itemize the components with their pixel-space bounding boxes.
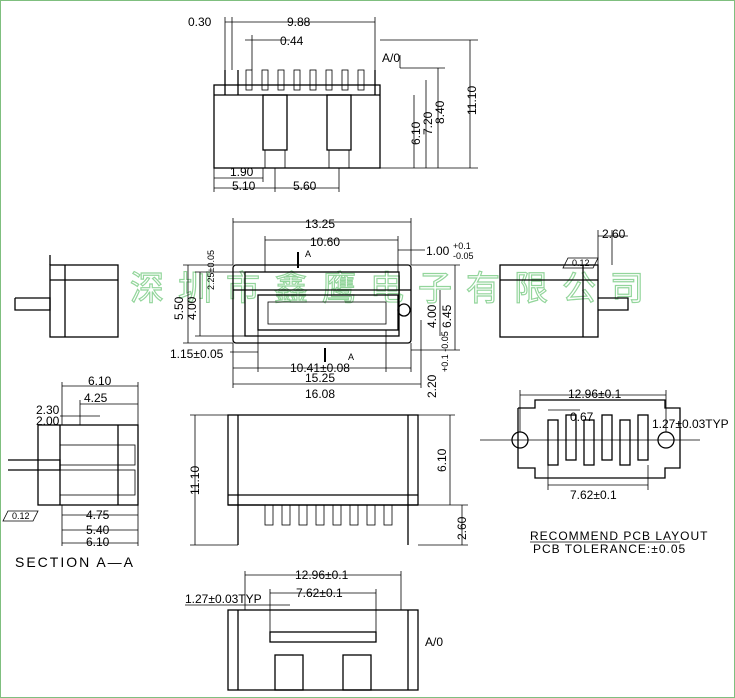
dim-15-25: 15.25 [305,371,335,385]
left-side-body [49,264,119,338]
lower-view-pins [264,504,393,526]
dim-6-10-top: 6.10 [409,121,423,145]
dim-9-88: 9.88 [287,15,311,29]
pcb-outline [517,399,681,479]
dim-1-15: 1.15±0.05 [170,347,224,361]
tol-2-20: +0.1 -0.05 [440,331,450,372]
bottom-view: 12.96±0.1 1.27±0.03TYP 7.62±0.1 A/0 [185,568,443,691]
dim-12-96-bottom: 12.96±0.1 [295,568,349,582]
top-view-pins [245,69,365,91]
tol-1-00-minus: -0.05 [453,251,474,261]
dim-0-44: 0.44 [280,34,304,48]
dim-6-10-section-bottom: 6.10 [86,535,110,549]
dim-5-40: 5.40 [86,523,110,537]
pcb-layout: 12.96±0.1 0.67 1.27±0.03TYP 7.62±0.1 REC… [480,387,729,556]
dim-13-25: 13.25 [305,217,335,231]
dim-7-20: 7.20 [421,111,435,135]
front-housing-inner [244,271,400,337]
dim-2-60-lower: 2.60 [455,516,469,540]
dim-4-00-left: 4.00 [185,296,199,320]
dim-1-00: 1.00 [426,244,450,258]
dim-0-67: 0.67 [570,410,594,424]
dim-12-96-pcb: 12.96±0.1 [568,387,622,401]
dim-4-25: 4.25 [84,391,108,405]
label-a0-top: A/0 [382,51,400,65]
dim-1-27-pcb: 1.27±0.03TYP [652,417,729,431]
section-mark-bottom: A [348,352,354,362]
watermark-text: 深圳市鑫鹰电子有限公司 [130,269,658,309]
dim-6-10-section-top: 6.10 [88,374,112,388]
dim-2-60-side: 2.60 [602,227,626,241]
bottom-view-body [227,609,419,691]
dim-2-25: 2.25±0.05 [206,250,216,290]
front-view: A A 13.25 10.60 1.00 +0.1 -0.05 2.25±0.0… [170,217,474,401]
dim-11-10-top: 11.10 [465,86,479,115]
dim-8-40: 8.40 [433,100,447,124]
lower-view: 11.10 6.10 2.60 [188,414,469,546]
bottom-pin-row [269,631,377,643]
dim-5-60: 5.60 [293,179,317,193]
dim-5-10: 5.10 [232,179,256,193]
dim-6-45: 6.45 [440,304,454,328]
dim-1-90: 1.90 [230,165,254,179]
dim-2-00: 2.00 [36,414,60,428]
dim-10-41: 10.41±0.08 [290,361,350,375]
dim-0-30: 0.30 [188,15,212,29]
dim-1-27-bottom: 1.27±0.03TYP [185,592,262,606]
section-mark-top: A [305,249,311,259]
right-side-view: 2.60 0.12 [499,227,629,338]
right-side-body [499,264,599,338]
dim-10-60: 10.60 [310,235,340,249]
top-post-left [262,94,288,151]
tol-1-00-plus: +0.1 [453,241,471,251]
label-a0-bottom: A/0 [425,635,443,649]
section-title: SECTION A—A [15,554,135,570]
dim-4-75: 4.75 [86,508,110,522]
pcb-tolerance: PCB TOLERANCE:±0.05 [533,542,686,556]
lower-view-body [227,414,419,506]
dim-2-20: 2.20 [425,374,439,398]
dim-4-00-right: 4.00 [425,304,439,328]
pcb-pads [547,414,649,466]
roughness-section: 0.12 [12,511,30,521]
dim-11-10-lower: 11.10 [188,466,202,495]
section-a-a: 6.10 4.25 2.30 2.00 4.75 5.40 6.10 0.12 … [2,374,139,570]
dim-2-30: 2.30 [36,403,60,417]
top-post-right [326,94,352,151]
dim-7-62-pcb: 7.62±0.1 [570,488,617,502]
dim-7-62-bottom: 7.62±0.1 [296,586,343,600]
dim-6-10-lower: 6.10 [435,448,449,472]
front-housing-outer [232,264,412,344]
roughness-side: 0.12 [572,258,590,268]
top-view-body [213,84,381,169]
left-side-view [14,255,119,338]
pcb-title: RECOMMEND PCB LAYOUT [530,529,708,543]
top-view: 0.30 9.88 0.44 A/0 6.10 7.20 8.40 11.10 … [188,15,479,193]
dim-5-50: 5.50 [172,296,186,320]
dim-16-08: 16.08 [305,387,335,401]
